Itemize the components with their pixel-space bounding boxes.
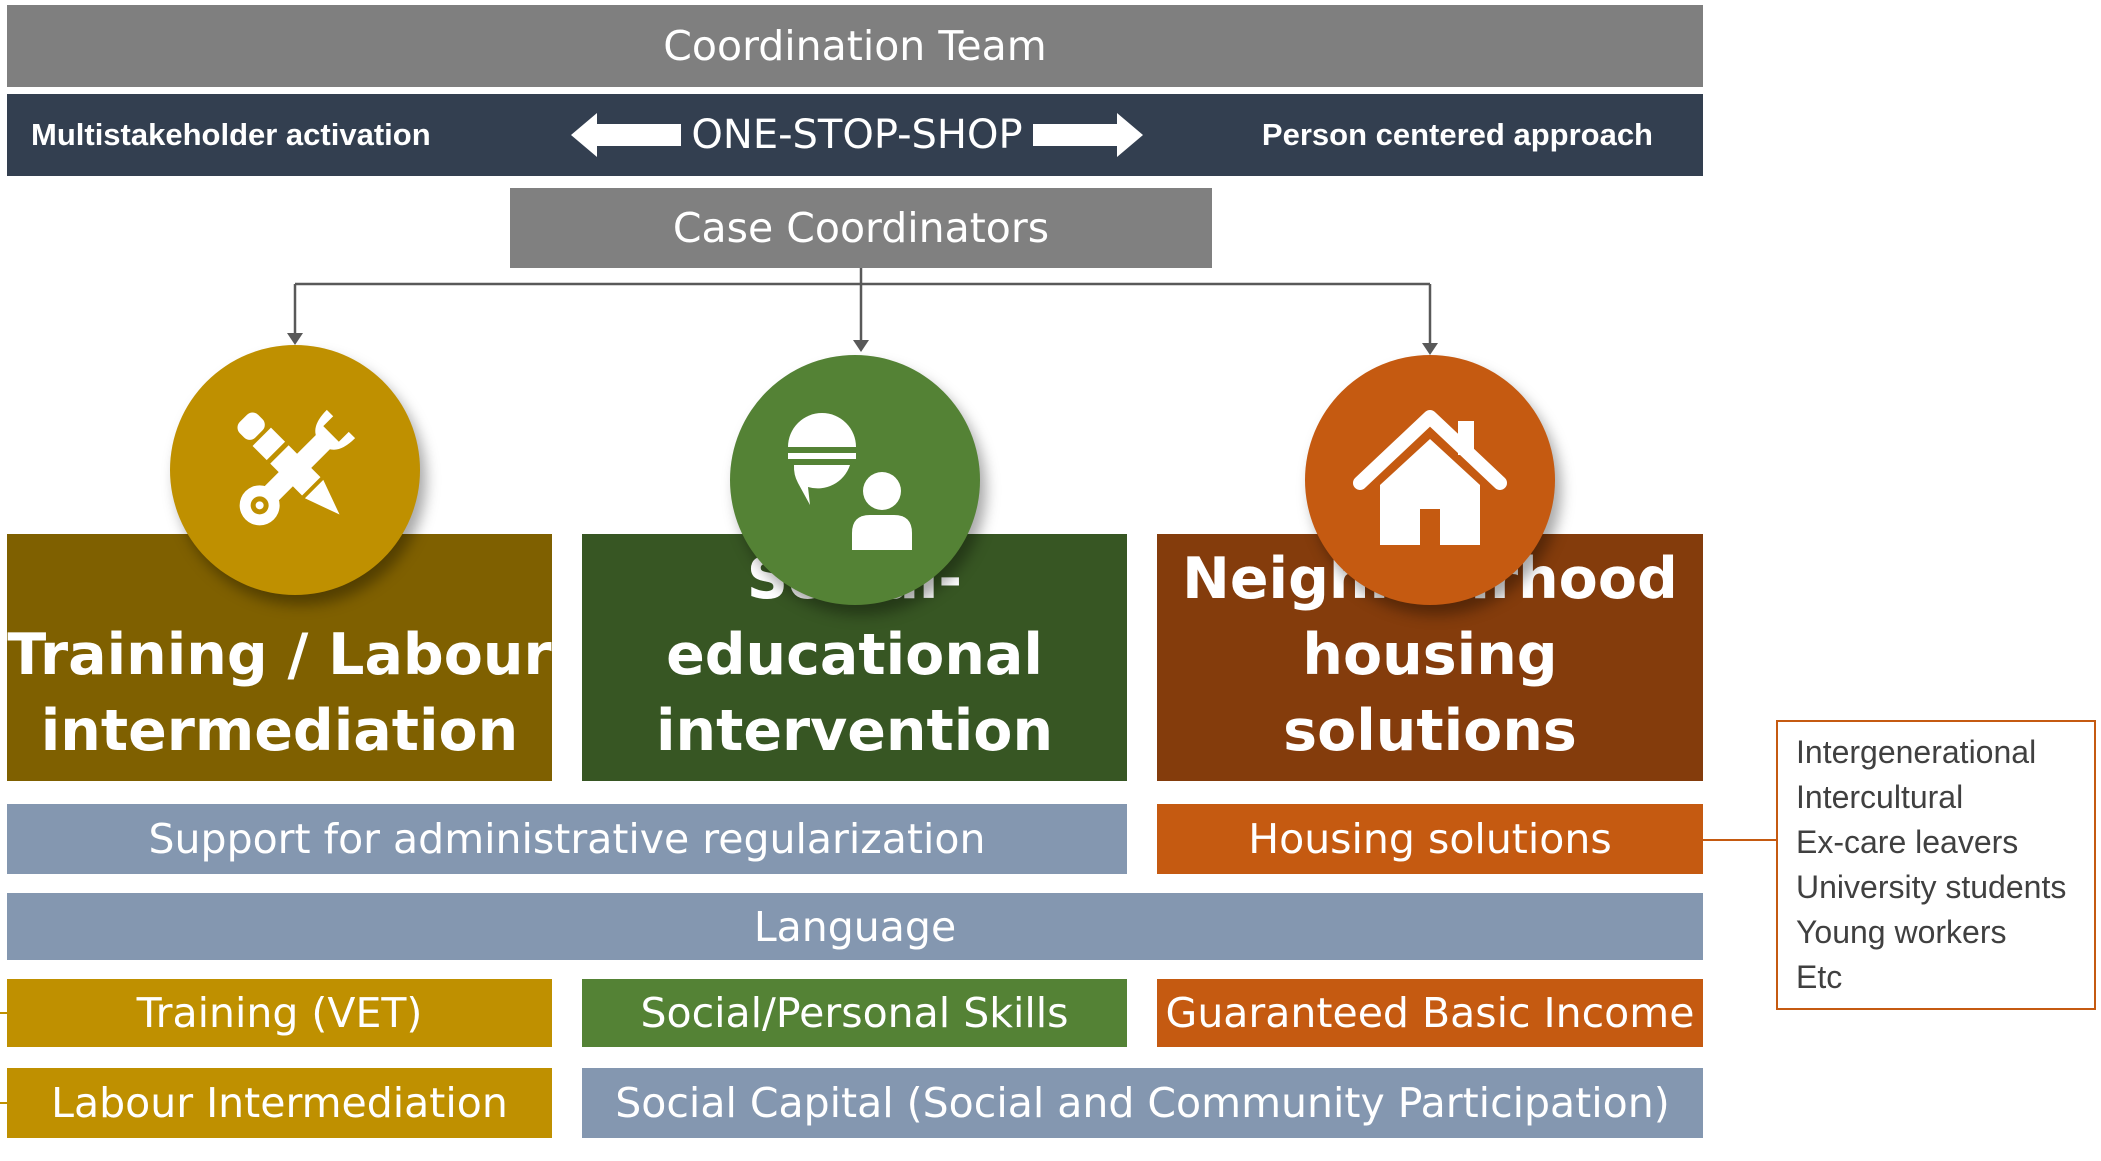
- pillar-training-line2: intermediation: [40, 698, 519, 764]
- one-stop-shop-bar: Multistakeholder activation ONE-STOP-SHO…: [7, 94, 1703, 176]
- social-skills-label: Social/Personal Skills: [640, 989, 1069, 1037]
- labour-intermediation-bar: Labour Intermediation: [7, 1068, 552, 1138]
- multistakeholder-label: Multistakeholder activation: [31, 117, 431, 152]
- basic-income-bar: Guaranteed Basic Income: [1157, 979, 1703, 1047]
- housing-types-box: Intergenerational Intercultural Ex-care …: [1776, 720, 2096, 1010]
- case-coordinators-label: Case Coordinators: [672, 204, 1050, 252]
- social-capital-bar: Social Capital (Social and Community Par…: [582, 1068, 1703, 1138]
- coordination-team-label: Coordination Team: [663, 22, 1047, 70]
- housing-type-item: Intercultural: [1796, 779, 1964, 815]
- pillar-training-line1: Training / Labour: [7, 622, 552, 688]
- support-regularization-bar: Support for administrative regularizatio…: [7, 804, 1127, 874]
- arrowhead-right: [1422, 343, 1438, 355]
- coordination-team-bar: Coordination Team: [7, 5, 1703, 87]
- housing-type-item: Ex-care leavers: [1796, 824, 2019, 860]
- housing-type-item: University students: [1796, 869, 2067, 905]
- house-icon: [1353, 410, 1507, 545]
- housing-type-item: Intergenerational: [1796, 734, 2037, 770]
- person-centered-label: Person centered approach: [1261, 117, 1653, 152]
- one-stop-shop-label: ONE-STOP-SHOP: [691, 112, 1023, 158]
- language-label: Language: [753, 902, 957, 951]
- housing-solutions-bar: Housing solutions: [1157, 804, 1703, 874]
- support-regularization-label: Support for administrative regularizatio…: [148, 815, 986, 863]
- housing-type-item: Young workers: [1796, 914, 2007, 950]
- left-arrow-icon: [571, 113, 682, 157]
- training-vet-bar: Training (VET): [7, 979, 552, 1047]
- social-circle: [730, 355, 980, 605]
- one-stop-shop-group: ONE-STOP-SHOP: [567, 94, 1147, 176]
- housing-circle: [1305, 355, 1555, 605]
- labour-intermediation-label: Labour Intermediation: [51, 1079, 508, 1127]
- left-edge-mark-1: [0, 1012, 7, 1014]
- housing-solutions-label: Housing solutions: [1248, 815, 1612, 863]
- right-arrow-icon: [1032, 113, 1143, 157]
- basic-income-label: Guaranteed Basic Income: [1165, 989, 1695, 1037]
- tools-icon: [237, 409, 356, 526]
- arrowhead-center: [853, 340, 869, 352]
- chat-person-icon: [788, 413, 912, 550]
- training-vet-label: Training (VET): [136, 989, 423, 1037]
- pillar-social-line2: intervention: [655, 698, 1054, 764]
- arrowhead-left: [287, 333, 303, 345]
- housing-type-item: Etc: [1796, 959, 1843, 995]
- social-capital-label: Social Capital (Social and Community Par…: [615, 1079, 1670, 1127]
- language-bar: Language: [7, 893, 1703, 960]
- pillar-housing-line2: housing solutions: [1283, 622, 1577, 764]
- case-coordinators-box: Case Coordinators: [510, 188, 1212, 268]
- left-edge-mark-2: [0, 1102, 7, 1104]
- social-skills-bar: Social/Personal Skills: [582, 979, 1127, 1047]
- training-circle: [170, 345, 420, 595]
- pillar-training-labour: Training / Labour intermediation: [7, 534, 552, 781]
